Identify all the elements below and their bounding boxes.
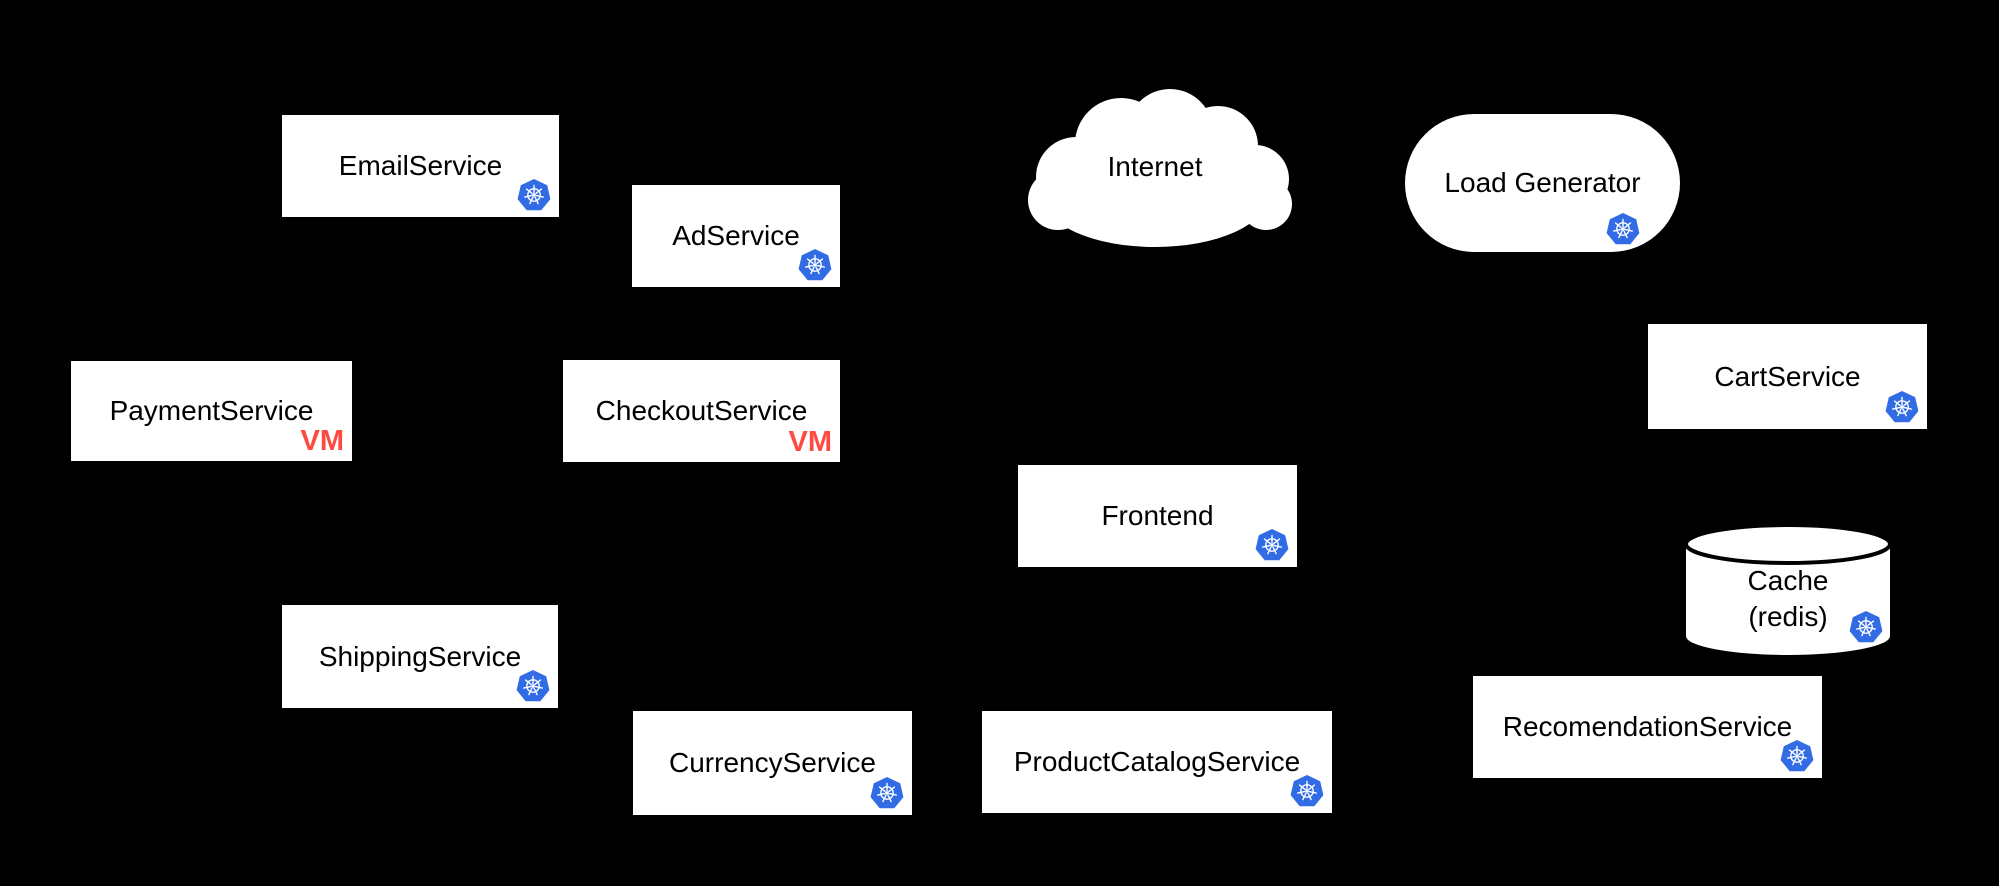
node-label: EmailService	[338, 150, 503, 182]
kubernetes-icon	[1780, 739, 1814, 773]
vm-badge: VM	[300, 425, 345, 458]
node-adservice: AdService	[632, 185, 840, 287]
node-label: ProductCatalogService	[1013, 746, 1301, 778]
node-recomendationservice: RecomendationService	[1473, 676, 1822, 778]
node-label: CurrencyService	[669, 747, 876, 779]
node-label: Cache (redis)	[1683, 538, 1893, 660]
node-label: CartService	[1714, 360, 1861, 392]
cache-label-line2: (redis)	[1748, 601, 1828, 632]
kubernetes-icon	[1849, 610, 1883, 644]
kubernetes-icon	[516, 669, 550, 703]
node-cartservice: CartService	[1648, 324, 1927, 429]
kubernetes-icon	[1290, 774, 1324, 808]
node-cache-redis: Cache (redis)	[1683, 520, 1893, 660]
node-label: Frontend	[1101, 500, 1214, 532]
node-paymentservice: PaymentService VM	[71, 361, 352, 461]
node-label: Load Generator	[1444, 167, 1641, 199]
vm-badge: VM	[788, 426, 833, 459]
node-label: Internet	[1107, 151, 1203, 183]
kubernetes-icon	[517, 178, 551, 212]
node-label: CheckoutService	[595, 395, 808, 427]
kubernetes-icon	[870, 776, 904, 810]
node-internet: Internet	[1018, 82, 1292, 252]
kubernetes-icon	[1606, 212, 1640, 246]
kubernetes-icon	[1255, 528, 1289, 562]
node-frontend: Frontend	[1018, 465, 1297, 567]
node-emailservice: EmailService	[282, 115, 559, 217]
node-productcatalogservice: ProductCatalogService	[982, 711, 1332, 813]
node-checkoutservice: CheckoutService VM	[563, 360, 840, 462]
kubernetes-icon	[798, 248, 832, 282]
node-shippingservice: ShippingService	[282, 605, 558, 708]
node-label: PaymentService	[109, 395, 314, 427]
cloud-icon	[1028, 89, 1292, 247]
node-load-generator: Load Generator	[1405, 114, 1680, 252]
node-label: AdService	[672, 220, 800, 252]
cache-label-line1: Cache	[1747, 565, 1829, 597]
node-label: RecomendationService	[1502, 711, 1793, 743]
node-label: ShippingService	[318, 640, 522, 672]
kubernetes-icon	[1885, 390, 1919, 424]
node-currencyservice: CurrencyService	[633, 711, 912, 815]
